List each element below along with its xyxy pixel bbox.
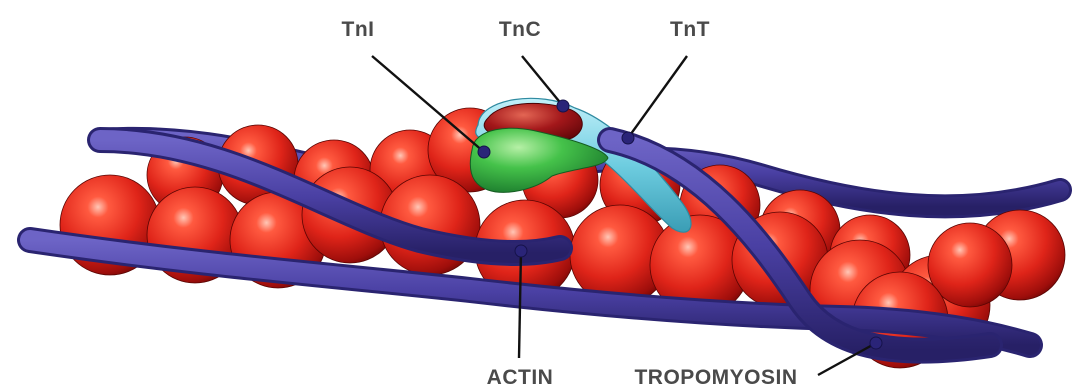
tni-leader-dot: [478, 146, 490, 158]
tnc-leader-dot: [557, 100, 569, 112]
tnt-leader-dot: [622, 132, 634, 144]
tnt-label: TnT: [670, 18, 710, 41]
tropomyosin-leader-dot: [870, 337, 882, 349]
tropomyosin-label: TROPOMYOSIN: [634, 366, 797, 389]
tnt-leader-line: [628, 56, 687, 138]
tnc-label: TnC: [499, 18, 541, 41]
actin-label: ACTIN: [487, 366, 554, 389]
actin-leader-dot: [515, 245, 527, 257]
tni-label: TnI: [342, 18, 375, 41]
